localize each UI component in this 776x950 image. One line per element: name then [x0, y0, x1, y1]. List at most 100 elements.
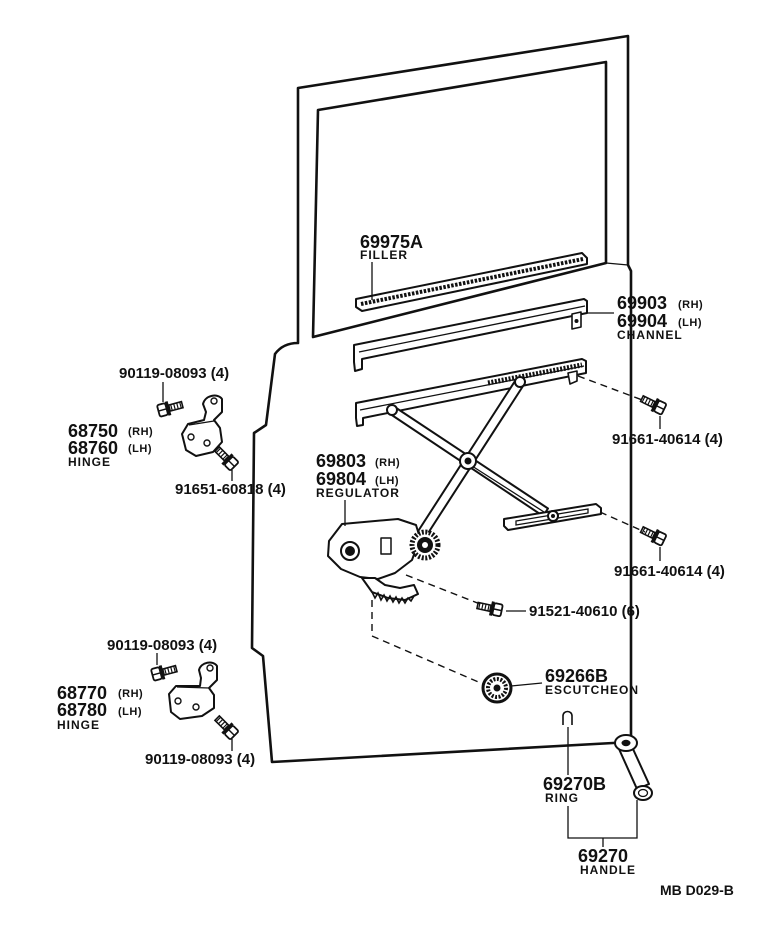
ring-clip-icon	[562, 710, 573, 725]
lower-hinge-lh-number: 68780	[57, 700, 107, 720]
regulator-center-pin	[464, 457, 472, 465]
assembly-line-rail-upper	[577, 375, 646, 402]
channel-rh-side: (RH)	[678, 299, 703, 311]
ring-number: 69270B	[543, 774, 606, 794]
handle-number: 69270	[578, 846, 628, 866]
filler-name: FILLER	[360, 248, 408, 262]
lower-hinge-hole-right	[192, 703, 200, 711]
window-regulator	[327, 358, 602, 605]
regulator-rh-side: (RH)	[375, 457, 400, 469]
lower-hinge-bolt-bottom-label: 90119-08093 (4)	[145, 751, 255, 768]
handle-arm	[618, 748, 650, 790]
channel-rh-number: 69903	[617, 293, 667, 313]
channel-name: CHANNEL	[617, 328, 683, 342]
channel-bracket-hole	[574, 319, 579, 323]
handle-knob	[633, 785, 653, 801]
regulator-upper-rail	[355, 358, 587, 427]
handle-socket-bore	[621, 739, 631, 747]
upper-hinge	[181, 394, 223, 457]
upper-hinge-bend	[188, 420, 215, 426]
lower-hinge-body	[168, 661, 218, 720]
rail-bolt-upper-label: 91661-40614 (4)	[612, 431, 723, 448]
leader-lines	[156, 262, 661, 847]
bolt-icon-lower-hinge-bottom	[212, 713, 240, 741]
regulator-pinion-center	[422, 542, 428, 548]
lower-hinge-name: HINGE	[57, 718, 100, 732]
glass-channel	[353, 298, 588, 372]
lower-hinge-bend	[176, 686, 210, 689]
bolt-icon-regulator-base	[476, 598, 503, 617]
bracket-handle-assembly	[567, 800, 638, 839]
lower-hinge-hole-left	[174, 697, 182, 705]
base-bolt-label: 91521-40610 (6)	[529, 603, 640, 620]
assembly-lines	[371, 375, 646, 685]
escutcheon-number: 69266B	[545, 666, 608, 686]
leader-escutcheon	[510, 682, 543, 687]
handle-knob-cap	[637, 788, 649, 798]
bolt-icon-lower-hinge-top	[151, 662, 178, 682]
regulator-rail-texture	[487, 362, 583, 386]
upper-hinge-body	[181, 394, 223, 457]
diagram-code: MB D029-B	[660, 882, 734, 898]
rail-bolt-lower-label: 91661-40614 (4)	[614, 563, 725, 580]
escutcheon-part	[481, 672, 513, 704]
regulator-spring-block	[380, 537, 392, 555]
regulator-slider-slot	[515, 508, 589, 526]
regulator-rail-pivot-left	[386, 404, 398, 416]
filler-strip	[355, 252, 588, 312]
bolt-icon-regulator-rail-lower	[639, 523, 667, 547]
regulator-lh-number: 69804	[316, 469, 366, 489]
door-outline	[250, 34, 633, 764]
bolt-icon-upper-hinge-top	[157, 398, 184, 418]
upper-hinge-rh-side: (RH)	[128, 426, 153, 438]
assembly-line-base-bolt	[405, 574, 481, 605]
regulator-base-plate	[327, 518, 421, 580]
regulator-shaft	[345, 546, 355, 556]
channel-lh-number: 69904	[617, 311, 667, 331]
filler-number: 69975A	[360, 232, 423, 252]
regulator-slider-roller-pin	[551, 514, 555, 518]
channel-lh-side: (LH)	[678, 317, 702, 329]
escutcheon-center	[493, 684, 501, 692]
upper-hinge-bolt-bottom-label: 91651-60818 (4)	[175, 481, 286, 498]
regulator-name: REGULATOR	[316, 486, 400, 500]
handle-name: HANDLE	[580, 863, 636, 877]
escutcheon-name: ESCUTCHEON	[545, 683, 639, 697]
escutcheon-ridges	[486, 677, 508, 699]
regulator-sector-gear	[361, 577, 419, 601]
channel-edge	[358, 305, 586, 353]
part-labels: 69975A FILLER 69903 (RH) 69904 (LH) CHAN…	[57, 232, 734, 898]
upper-hinge-hole-right	[203, 439, 211, 447]
upper-hinge-name: HINGE	[68, 455, 111, 469]
door-panel	[250, 34, 633, 764]
regulator-rail-pivot-right	[514, 376, 526, 388]
upper-hinge-rh-number: 68750	[68, 421, 118, 441]
upper-hinge-hole-left	[187, 433, 195, 441]
lower-hinge-rh-number: 68770	[57, 683, 107, 703]
upper-hinge-hole-top	[210, 397, 218, 405]
lower-hinge	[168, 661, 218, 720]
regulator-rail-edge	[359, 365, 585, 411]
lower-hinge-rh-side: (RH)	[118, 688, 143, 700]
belt-line	[605, 262, 629, 266]
lower-hinge-lh-side: (LH)	[118, 706, 142, 718]
window-opening	[311, 60, 608, 339]
upper-hinge-bolt-top-label: 90119-08093 (4)	[119, 365, 229, 382]
lower-hinge-hole-top	[206, 664, 214, 672]
ring-name: RING	[545, 791, 579, 805]
regulator-lh-side: (LH)	[375, 475, 399, 487]
filler-texture	[360, 257, 584, 306]
regulator-arm-web	[471, 465, 545, 513]
window-handle	[614, 734, 653, 801]
upper-hinge-lh-number: 68760	[68, 438, 118, 458]
assembly-line-escutcheon	[371, 600, 484, 685]
lower-hinge-bolt-top-label: 90119-08093 (4)	[107, 637, 217, 654]
bolt-icon-regulator-rail-upper	[639, 392, 667, 416]
regulator-rail-bracket	[567, 370, 578, 385]
channel-body	[353, 298, 588, 372]
regulator-rh-number: 69803	[316, 451, 366, 471]
regulator-sector-teeth	[371, 591, 419, 605]
assembly-line-rail-lower	[599, 511, 646, 533]
upper-hinge-lh-side: (LH)	[128, 443, 152, 455]
